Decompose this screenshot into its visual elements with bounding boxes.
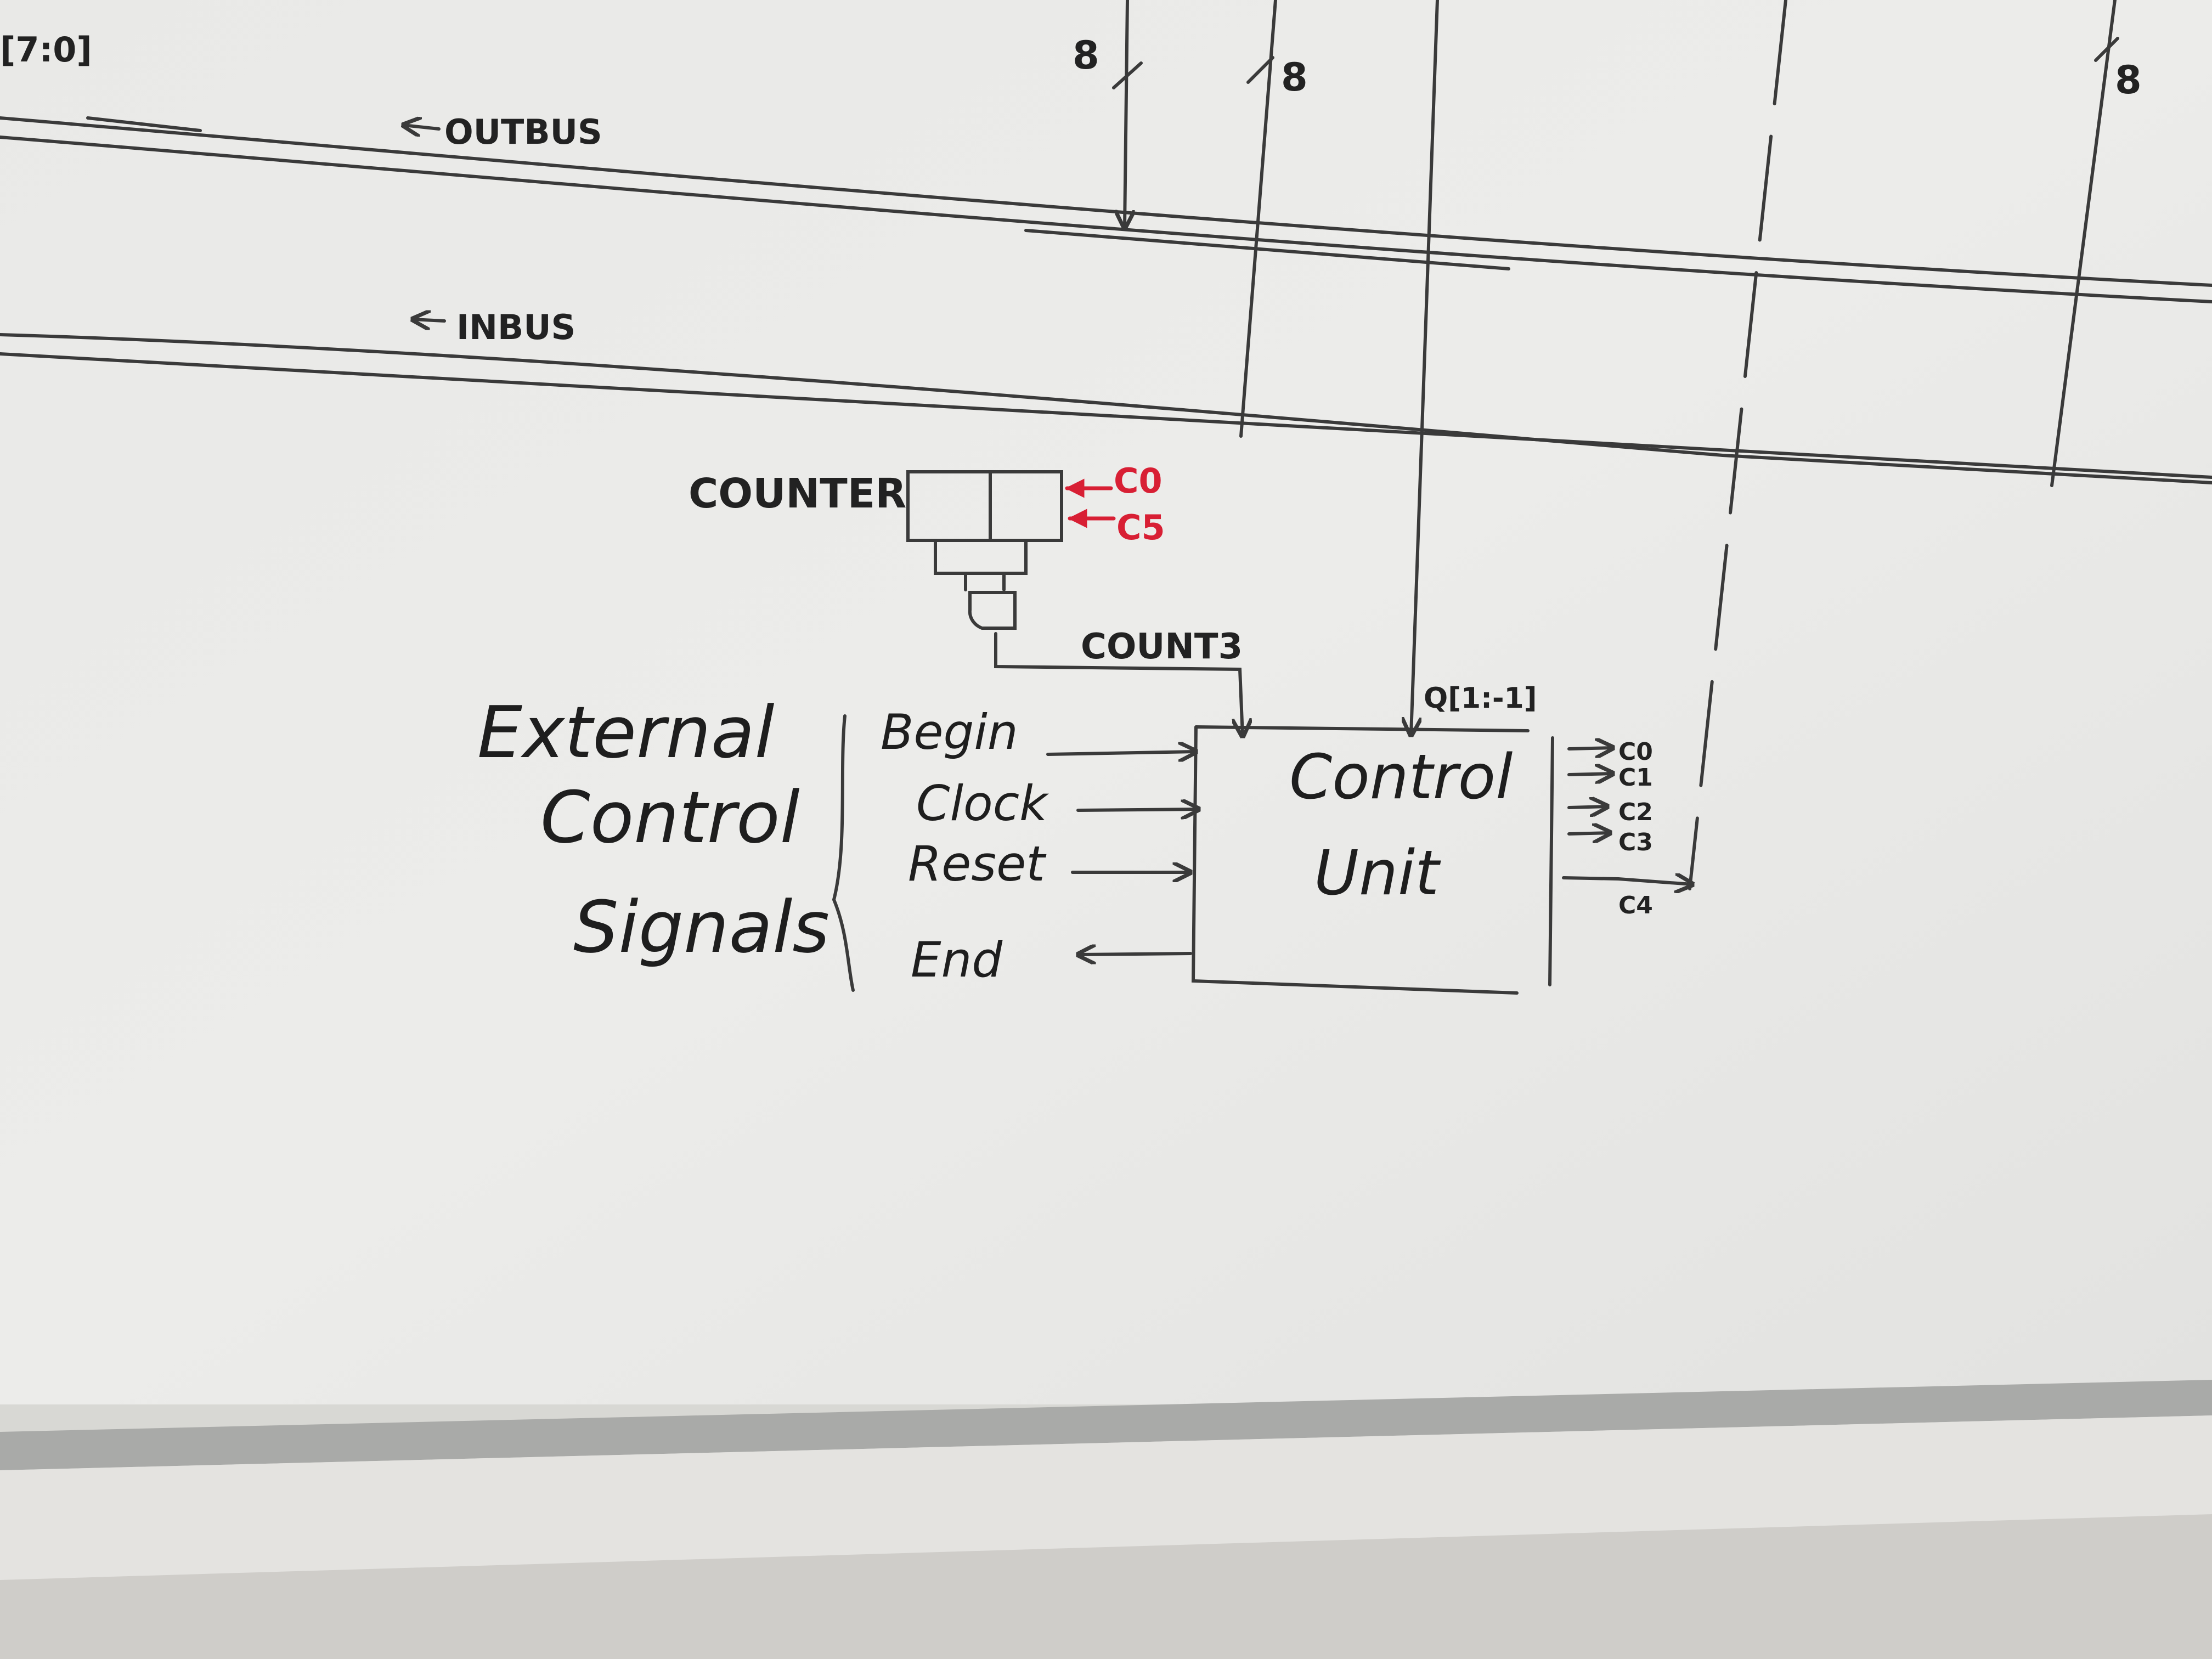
clock-arrow [1076,809,1199,810]
count3-wire [994,632,1243,736]
counter-label: COUNTER [689,470,906,517]
c5-red-label: C5 [1116,507,1165,548]
c4-output-label: C4 [1618,891,1653,919]
bus-lines [0,116,2212,484]
c1-output-arrow [1567,774,1613,775]
outbus-label: OUTBUS [444,112,602,152]
control-unit: Control Unit Q[1:-1] C0 C1 C2 C3 C4 [1191,682,1692,995]
board-surface [0,0,2212,1404]
c0-output-arrow [1567,748,1613,749]
outbus-line-upper [0,116,2212,287]
signals-brace [832,714,855,992]
outbus-arrow [403,125,441,129]
inbus-label: INBUS [456,307,575,347]
tap-right [2050,0,2117,487]
counter-block: COUNTER COUNT3 C0 C5 [689,461,1243,736]
tap-from-inbus [1239,0,1277,438]
c0-red-label: C0 [1114,461,1163,501]
external-title-line-3: Signals [573,885,830,969]
and-gate-icon [968,591,1017,630]
external-signals: External Control Signals Begin Clock Res… [477,691,1199,992]
marker-tray-edge [0,1380,2212,1470]
begin-label: Begin [881,704,1018,760]
outbus-stub [86,116,202,132]
count3-label: COUNT3 [1081,627,1243,667]
external-title-line-2: Control [540,776,800,859]
tap-slash-1 [1112,61,1143,89]
c2-output-arrow [1567,806,1607,808]
clock-label: Clock [916,775,1049,832]
outbus-line-lower [0,136,2212,303]
reset-label: Reset [908,836,1047,892]
counter-register [906,470,1063,542]
tap-slash-2 [1246,56,1274,84]
counter-bit-lines [934,539,1028,591]
inbus-arrow [413,319,446,321]
c3-output-arrow [1567,833,1610,834]
begin-arrow [1046,752,1196,754]
c3-output-label: C3 [1618,828,1653,856]
inbus-tail [1721,454,2212,484]
control-unit-title-line-2: Unit [1314,838,1441,909]
tray-shadow [0,1514,2212,1659]
c2-output-label: C2 [1618,798,1653,826]
c4-output-arrow [1562,878,1692,884]
tap-width-1: 8 [1073,33,1099,78]
tap-width-2: 8 [1281,55,1308,100]
tap-width-3: 8 [2115,58,2142,103]
tap-to-outbus [1125,0,1127,228]
control-unit-box [1191,725,1554,995]
tap-slash-3 [2094,37,2119,62]
q-input-label: Q[1:-1] [1424,682,1537,715]
c0-output-label: C0 [1618,738,1653,766]
end-label: End [911,932,1003,988]
external-title-line-1: External [477,691,775,774]
end-arrow [1078,953,1192,955]
control-unit-title-line-1: Control [1289,742,1513,813]
vertical-taps: 8 8 8 [1073,0,2142,890]
tap-to-control-q [1411,0,1439,735]
c1-output-label: C1 [1618,764,1653,792]
bus-width-label: [7:0] [0,30,92,70]
dashed-line [1688,0,1787,890]
